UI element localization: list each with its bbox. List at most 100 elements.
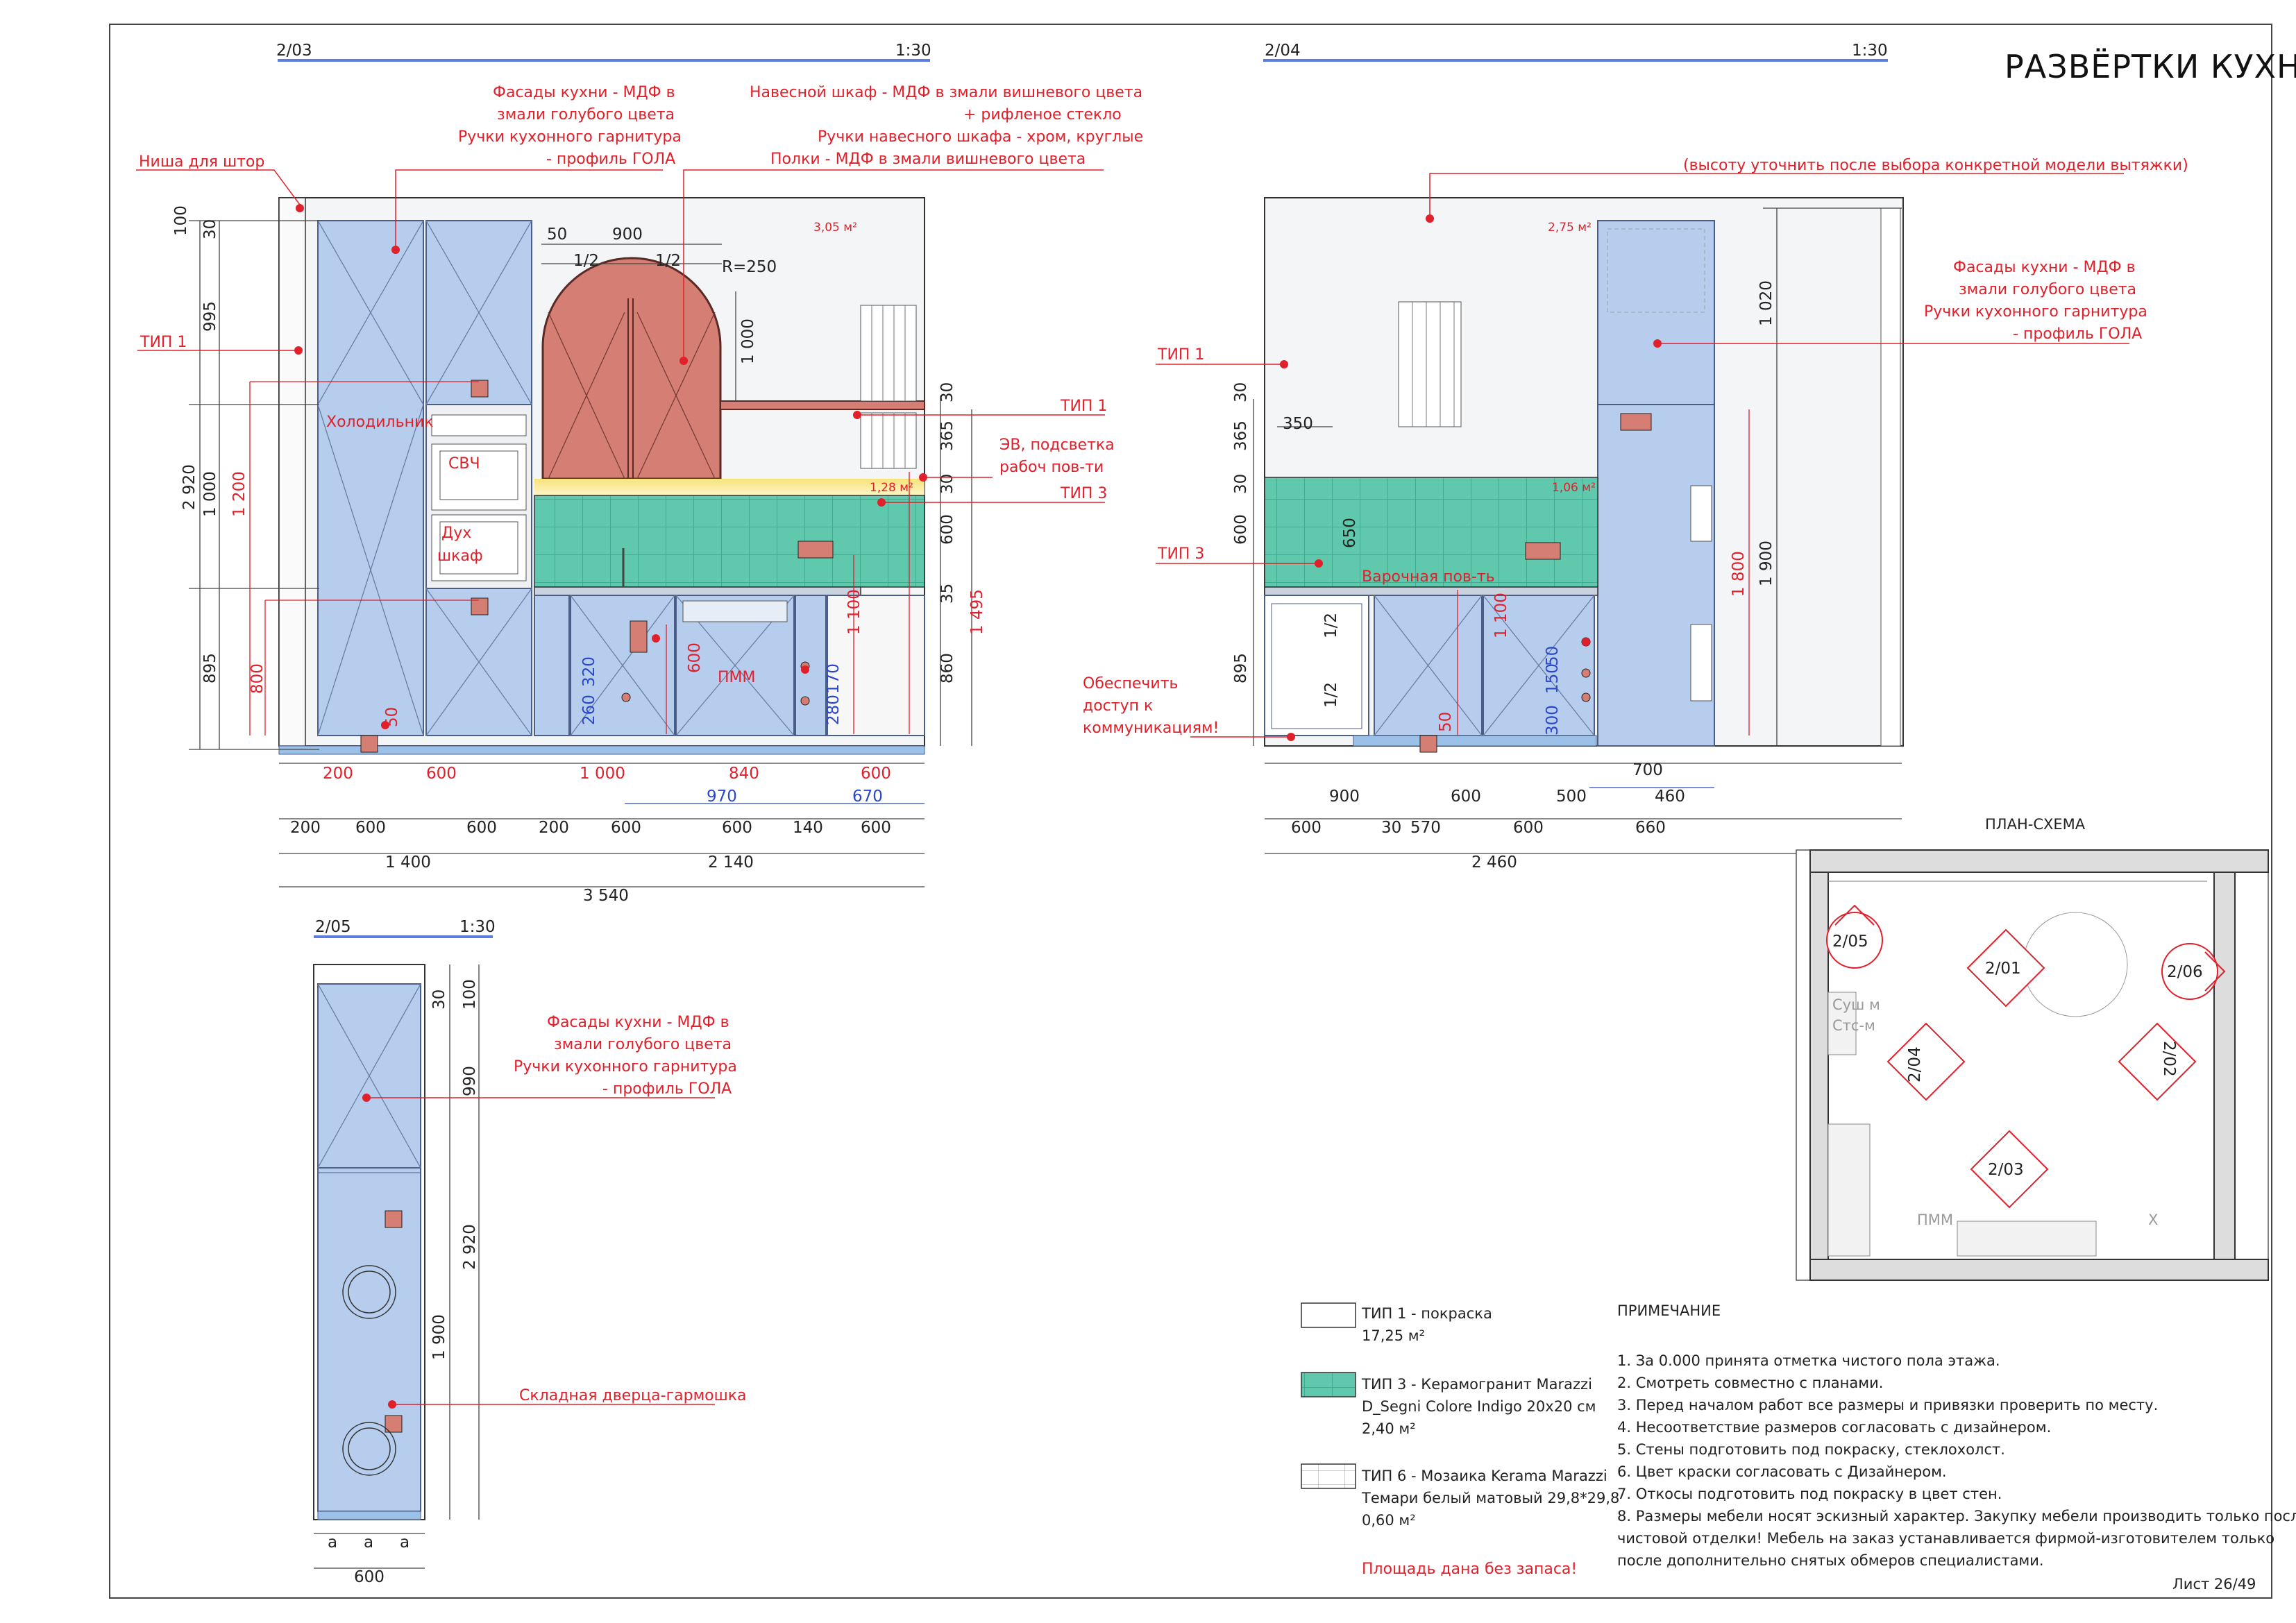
dim: 600 xyxy=(861,765,891,783)
dim: 500 xyxy=(1556,788,1587,806)
label-tip1: ТИП 1 xyxy=(140,334,187,351)
dim: 1/2 xyxy=(1322,613,1340,638)
marker-2-01: 2/01 xyxy=(1985,960,2021,978)
dim: 30 xyxy=(938,382,956,402)
tall-cabinet-lower xyxy=(317,1167,421,1512)
dim: 600 xyxy=(1232,514,1250,545)
plan-label-dryer: Суш м xyxy=(1832,996,1880,1013)
plan-label-x: Х xyxy=(2148,1212,2158,1228)
view-2-04-scale: 1:30 xyxy=(1852,42,1888,60)
dim: 1 000 xyxy=(580,765,625,783)
notes: ПРИМЕЧАНИЕ 1. За 0.000 принята отметка ч… xyxy=(1617,1302,2296,1569)
legend-warning: Площадь дана без запаса! xyxy=(1362,1561,1577,1578)
dim: 1 900 xyxy=(1757,541,1775,586)
dim: 2 140 xyxy=(708,853,754,872)
dim: 570 xyxy=(1410,819,1441,837)
sheet-number: Лист 26/49 xyxy=(2172,1576,2256,1592)
legend-name: ТИП 1 - покраска xyxy=(1361,1305,1492,1322)
dim: 600 xyxy=(938,514,956,545)
label-microwave: СВЧ xyxy=(448,455,480,473)
dim: 460 xyxy=(1655,788,1685,806)
note-line: 4. Несоответствие размеров согласовать с… xyxy=(1617,1419,2051,1436)
label-upper: Полки - МДФ в змали вишневого цвета xyxy=(770,151,1086,168)
legend-area: 2,40 м² xyxy=(1362,1420,1416,1437)
dim: 600 xyxy=(611,819,641,837)
dim: a xyxy=(364,1533,373,1552)
dim: 30 xyxy=(1232,382,1250,402)
dim: 50 xyxy=(1437,712,1455,732)
led-strip xyxy=(534,479,925,495)
dim: 1 000 xyxy=(201,471,219,517)
legend-area: 17,25 м² xyxy=(1362,1327,1425,1344)
marker-2-06: 2/06 xyxy=(2167,963,2203,981)
note-line: после дополнительно снятых обмеров специ… xyxy=(1617,1552,2044,1569)
legend-sub: D_Segni Colore Indigo 20х20 см xyxy=(1362,1398,1596,1416)
legend-swatch-tile xyxy=(1301,1372,1356,1397)
dim: 1 400 xyxy=(385,853,431,872)
dim: 600 xyxy=(354,1568,385,1586)
dim: a xyxy=(400,1533,410,1552)
dim: 140 xyxy=(793,819,823,837)
hood-radiator xyxy=(1398,301,1462,427)
label-facade: - профиль ГОЛА xyxy=(546,151,675,168)
notes-title: ПРИМЕЧАНИЕ xyxy=(1617,1302,1721,1319)
label-access: коммуникациям! xyxy=(1083,720,1219,737)
legend-name: ТИП 6 - Мозаика Kerama Marazzi xyxy=(1361,1468,1607,1484)
dim: 840 xyxy=(729,765,759,783)
sheet-title: РАЗВЁРТКИ КУХНИ xyxy=(2004,48,2296,85)
label-facade: - профиль ГОЛА xyxy=(602,1080,732,1098)
socket-icons xyxy=(360,380,834,753)
marker-2-04: 2/04 xyxy=(1906,1046,1924,1082)
dim: 320 xyxy=(580,656,598,687)
dim: 1 200 xyxy=(230,471,248,517)
view-2-03-dimensions xyxy=(189,220,972,887)
dim: 200 xyxy=(323,765,353,783)
dim: 600 xyxy=(1513,819,1544,837)
backsplash-tile xyxy=(534,495,925,588)
dim: 200 xyxy=(290,819,321,837)
view-2-03: 2/03 1:30 xyxy=(136,42,1143,905)
dim: 600 xyxy=(861,819,891,837)
base-cabinets-right xyxy=(1264,595,1597,747)
label-facade: Фасады кухни - МДФ в xyxy=(493,84,675,101)
dim: 990 xyxy=(461,1066,479,1096)
view-2-05: 2/05 1:30 30 100 990 2 920 1 900 a a xyxy=(313,918,747,1586)
label-tip1: ТИП 1 xyxy=(1157,346,1204,364)
label-access: Обеспечить xyxy=(1083,675,1179,692)
plan-title: ПЛАН-СХЕМА xyxy=(1985,816,2086,833)
tall-cabinets xyxy=(317,220,532,736)
note-line: 5. Стены подготовить под покраску, стекл… xyxy=(1617,1441,2005,1458)
label-facade: Ручки кухонного гарнитура xyxy=(458,128,682,146)
note-line: 3. Перед началом работ все размеры и при… xyxy=(1617,1397,2158,1413)
dim: 1 000 xyxy=(739,318,757,364)
sheet-frame xyxy=(109,24,2272,1599)
label-niche: Ниша для штор xyxy=(139,153,264,171)
dim: 2 920 xyxy=(180,464,199,510)
label-hood-note: (высоту уточнить после выбора конкретной… xyxy=(1683,157,2188,174)
dim: 600 xyxy=(686,643,704,673)
dim: 30 xyxy=(1232,474,1250,494)
label-access: доступ к xyxy=(1083,697,1153,715)
dim: 600 xyxy=(466,819,497,837)
marker-2-03: 2/03 xyxy=(1988,1161,2024,1179)
dim: 30 xyxy=(430,989,448,1010)
dim: 365 xyxy=(1232,420,1250,451)
view-2-05-id: 2/05 xyxy=(315,918,351,936)
dim: 2 920 xyxy=(461,1224,479,1270)
legend-name: ТИП 3 - Керамогранит Marazzi xyxy=(1361,1376,1592,1393)
view-2-05-scale: 1:30 xyxy=(459,918,496,936)
label-ev: рабоч пов-ти xyxy=(999,459,1104,476)
dim: 3 540 xyxy=(583,887,629,905)
label-ev: ЭВ, подсветка xyxy=(999,436,1115,454)
view-2-04: 2/04 1:30 xyxy=(1083,42,2188,872)
label-area: 1,28 м² xyxy=(870,481,913,495)
note-line: 8. Размеры мебели носят эскизный характе… xyxy=(1617,1508,2296,1524)
radiator xyxy=(860,305,917,469)
label-facade: змали голубого цвета xyxy=(554,1036,732,1053)
dim: 200 xyxy=(539,819,569,837)
backsplash-tile-right xyxy=(1264,477,1598,588)
note-line: 2. Смотреть совместно с планами. xyxy=(1617,1375,1883,1391)
arched-upper-cabinet xyxy=(541,257,722,480)
dim: 600 xyxy=(722,819,752,837)
label-facade: змали голубого цвета xyxy=(1959,281,2136,298)
